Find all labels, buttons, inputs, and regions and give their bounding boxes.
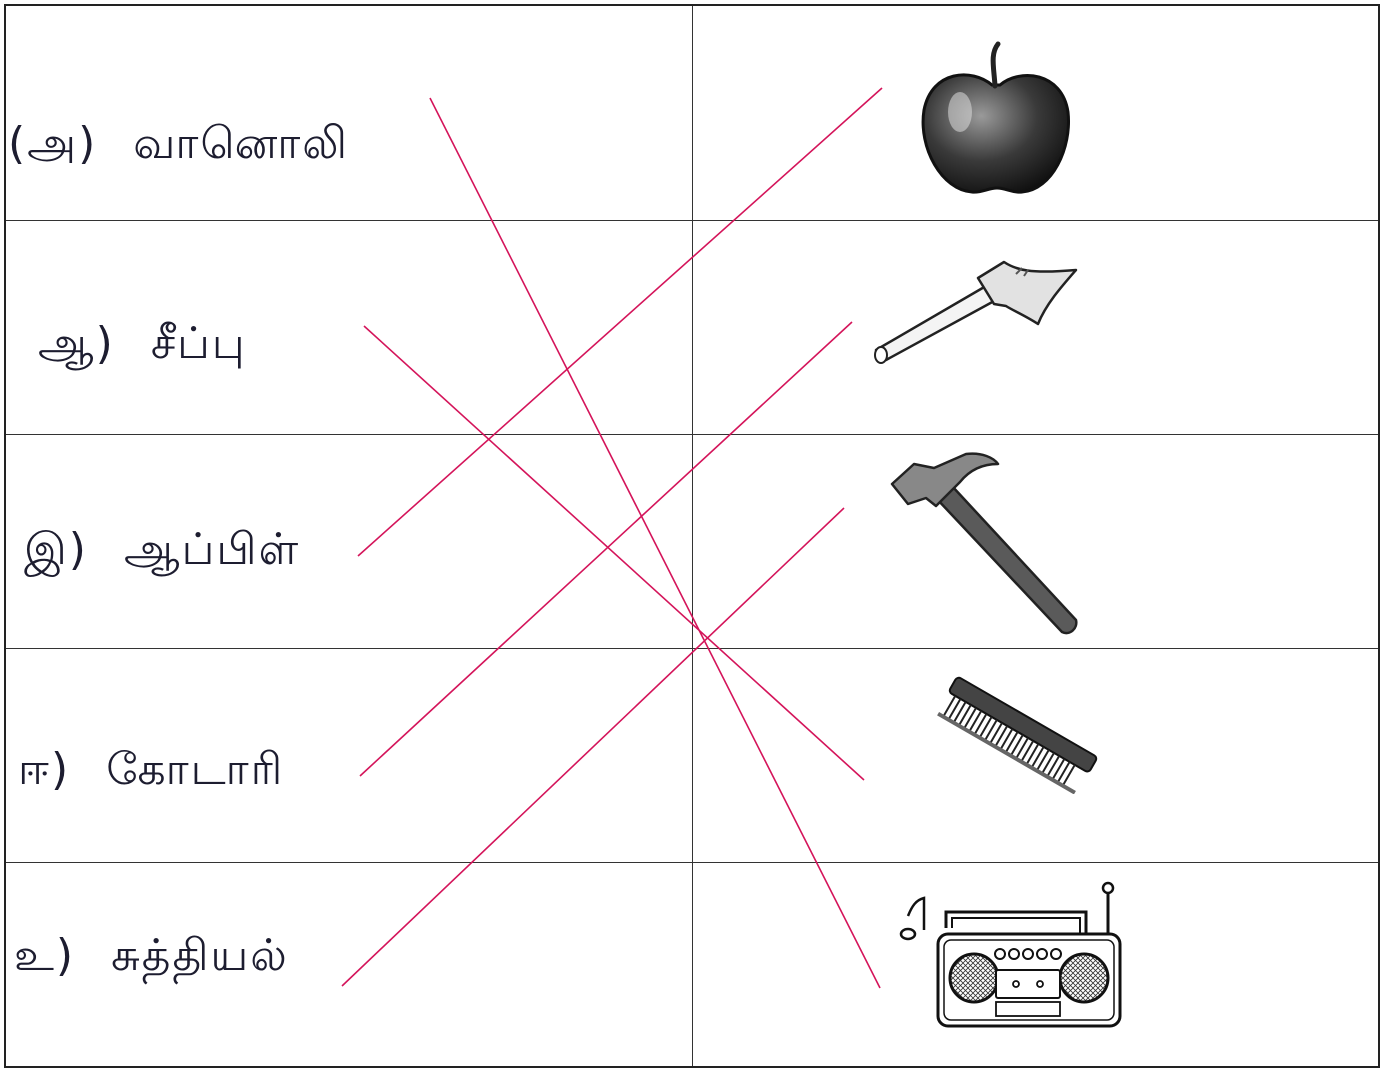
option-word: வானொலி [133, 118, 350, 169]
comb-picture [937, 676, 1098, 794]
word-row-2: ஆ) சீப்பு [38, 318, 247, 375]
row-divider [6, 220, 1378, 221]
hammer-picture [890, 452, 1078, 635]
option-word: கோடாரி [106, 744, 285, 795]
word-row-1: (அ) வானொலி [8, 118, 349, 175]
matching-table [4, 4, 1380, 1068]
answer-line [341, 507, 845, 987]
option-letter: ஈ) [18, 744, 71, 795]
row-divider [6, 434, 1378, 435]
option-letter: ஆ) [38, 318, 115, 369]
option-letter: உ) [14, 930, 76, 981]
column-divider [692, 6, 693, 1066]
row-divider [6, 648, 1378, 649]
axe-picture [874, 260, 1078, 364]
apple-picture [921, 41, 1071, 194]
answer-line [357, 87, 883, 557]
row-divider [6, 862, 1378, 863]
option-word: ஆப்பிள் [123, 524, 301, 575]
option-letter: இ) [24, 524, 88, 575]
word-row-3: இ) ஆப்பிள் [24, 524, 300, 581]
word-row-5: உ) சுத்தியல் [14, 930, 289, 987]
answer-line [359, 321, 853, 777]
word-row-4: ஈ) கோடாரி [18, 744, 284, 801]
option-word: சீப்பு [150, 318, 247, 369]
radio-picture [899, 881, 1122, 1028]
option-letter: (அ) [8, 118, 98, 169]
answer-line [429, 97, 881, 989]
option-word: சுத்தியல் [111, 930, 289, 981]
answer-line [363, 325, 865, 781]
